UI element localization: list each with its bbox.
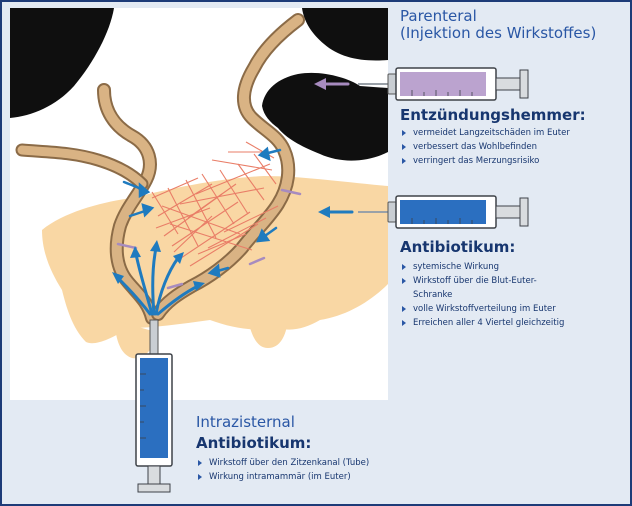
bullet-triangle-icon — [402, 130, 406, 136]
entzuendungshemmer-heading: Entzündungshemmer: — [400, 106, 586, 124]
bullet-triangle-icon — [402, 144, 406, 150]
antibiotikum-parenteral-list: sytemische Wirkung Wirkstoff über die Bl… — [402, 260, 564, 330]
list-item-continuation: Schranke — [402, 288, 564, 302]
list-item: volle Wirkstoffverteilung im Euter — [402, 302, 564, 316]
bullet-triangle-icon — [402, 158, 406, 164]
bullet-triangle-icon — [402, 306, 406, 312]
list-item: verbessert das Wohlbefinden — [402, 140, 570, 154]
intrazisternal-title: Intrazisternal — [196, 414, 295, 431]
list-item: verringert das Merzungsrisiko — [402, 154, 570, 168]
list-item: Wirkstoff über den Zitzenkanal (Tube) — [198, 456, 369, 470]
list-item: vermeidet Langzeitschäden im Euter — [402, 126, 570, 140]
antibiotikum-parenteral-heading: Antibiotikum: — [400, 238, 515, 256]
bullet-triangle-icon — [198, 474, 202, 480]
antibiotikum-intrazisternal-heading: Antibiotikum: — [196, 434, 311, 452]
list-item: Wirkung intramammär (im Euter) — [198, 470, 369, 484]
list-item: sytemische Wirkung — [402, 260, 564, 274]
parenteral-title: Parenteral — [400, 8, 477, 25]
list-item: Erreichen aller 4 Viertel gleichzeitig — [402, 316, 564, 330]
bullet-triangle-icon — [402, 278, 406, 284]
antibiotikum-intrazisternal-list: Wirkstoff über den Zitzenkanal (Tube) Wi… — [198, 456, 369, 484]
entzuendungshemmer-list: vermeidet Langzeitschäden im Euter verbe… — [402, 126, 570, 168]
bullet-triangle-icon — [402, 320, 406, 326]
bullet-triangle-icon — [198, 460, 202, 466]
bullet-triangle-icon — [402, 264, 406, 270]
list-item: Wirkstoff über die Blut-Euter- — [402, 274, 564, 288]
parenteral-subtitle: (Injektion des Wirkstoffes) — [400, 25, 596, 42]
